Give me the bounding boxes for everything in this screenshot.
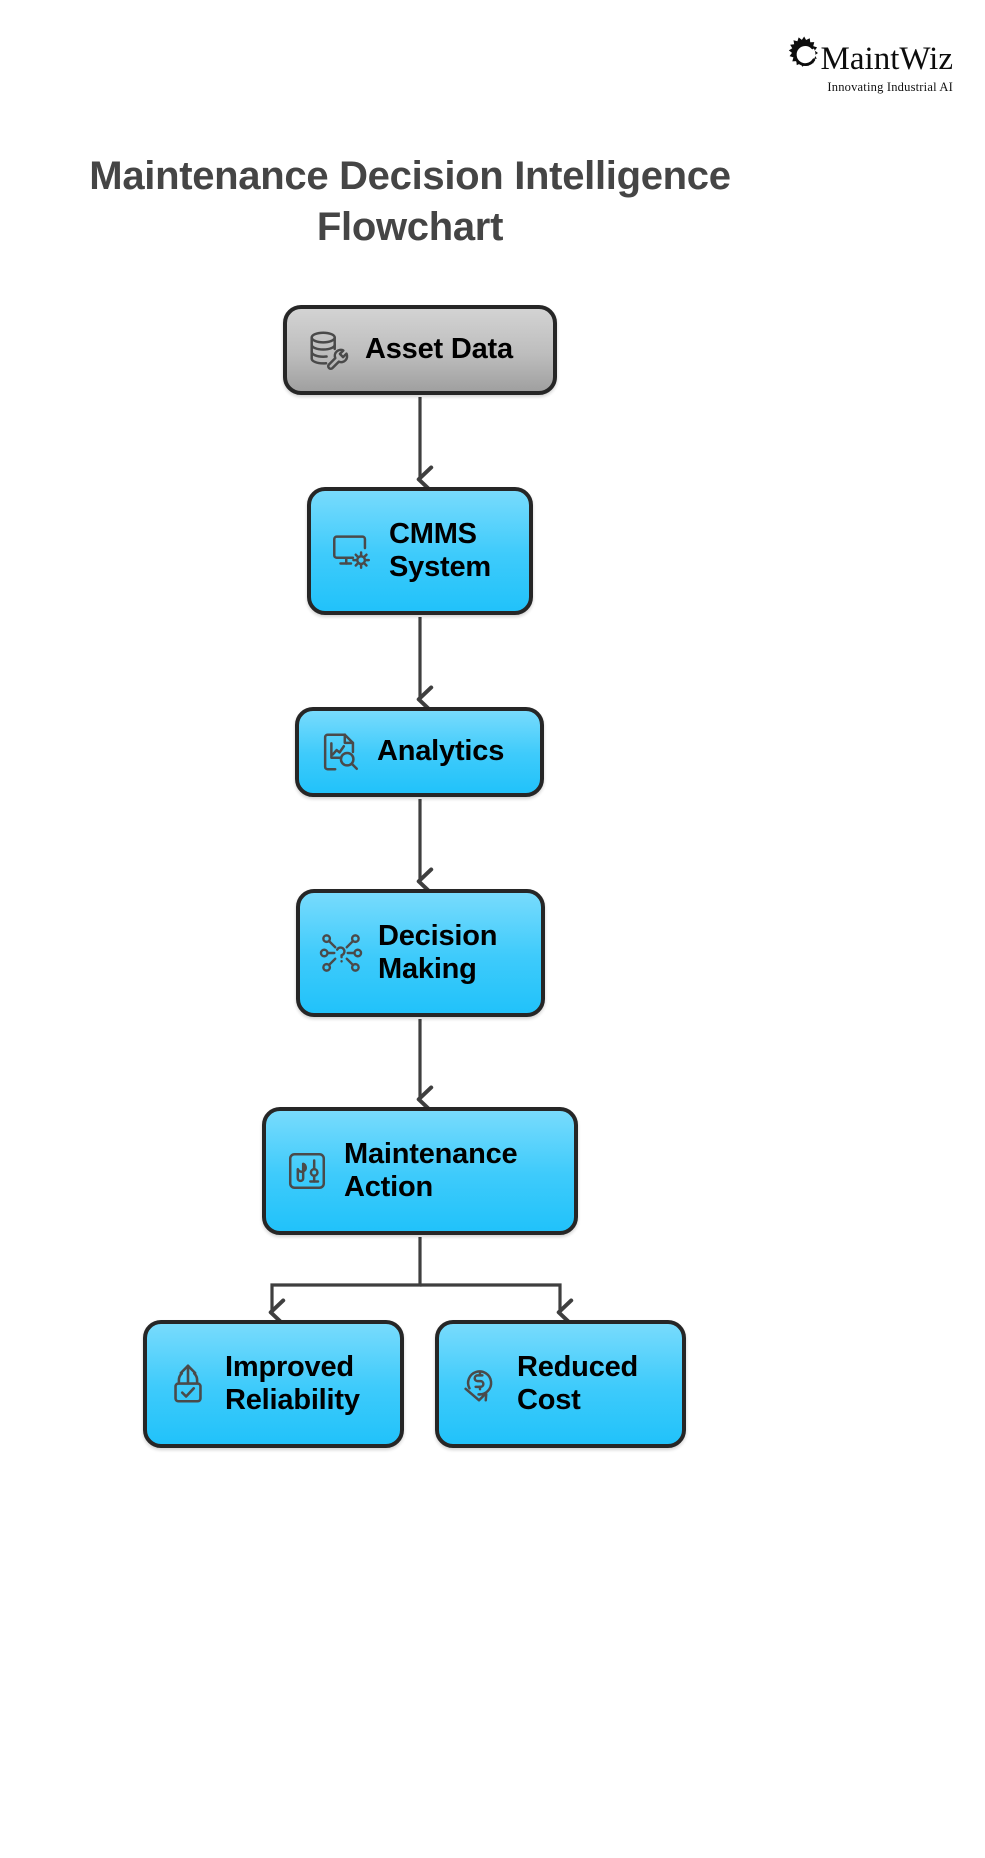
node-decision-making[interactable]: Decision Making bbox=[296, 889, 545, 1017]
brand-wordmark: MaintWiz bbox=[820, 41, 953, 77]
gear-c-icon bbox=[785, 34, 825, 74]
brand-tagline: Innovating Industrial AI bbox=[827, 80, 953, 94]
edge-maintenance-to-reduced bbox=[420, 1283, 560, 1312]
node-analytics[interactable]: Analytics bbox=[295, 707, 544, 797]
dollar-arrow-down-icon bbox=[457, 1361, 503, 1407]
edge-maintenance-to-improved bbox=[272, 1237, 422, 1312]
node-improved-reliability[interactable]: Improved Reliability bbox=[143, 1320, 404, 1448]
node-label: Maintenance Action bbox=[344, 1137, 518, 1203]
node-label: Asset Data bbox=[365, 333, 513, 366]
node-maintenance-action[interactable]: Maintenance Action bbox=[262, 1107, 578, 1235]
node-label: CMMS System bbox=[389, 517, 491, 583]
node-label: Analytics bbox=[377, 735, 505, 768]
database-wrench-icon bbox=[305, 327, 351, 373]
monitor-gear-icon bbox=[329, 528, 375, 574]
node-asset-data[interactable]: Asset Data bbox=[283, 305, 557, 395]
page-title: Maintenance Decision Intelligence Flowch… bbox=[89, 153, 731, 249]
decision-network-icon bbox=[318, 930, 364, 976]
node-label: Decision Making bbox=[378, 919, 498, 985]
node-label: Improved Reliability bbox=[225, 1350, 360, 1416]
brand-logo: MaintWiz Innovating Industrial AI bbox=[743, 34, 953, 94]
node-label: Reduced Cost bbox=[517, 1350, 639, 1416]
toolbox-wrench-icon bbox=[284, 1148, 330, 1194]
document-chart-search-icon bbox=[317, 729, 363, 775]
shield-arrow-up-icon bbox=[165, 1361, 211, 1407]
node-cmms-system[interactable]: CMMS System bbox=[307, 487, 533, 615]
node-reduced-cost[interactable]: Reduced Cost bbox=[435, 1320, 686, 1448]
